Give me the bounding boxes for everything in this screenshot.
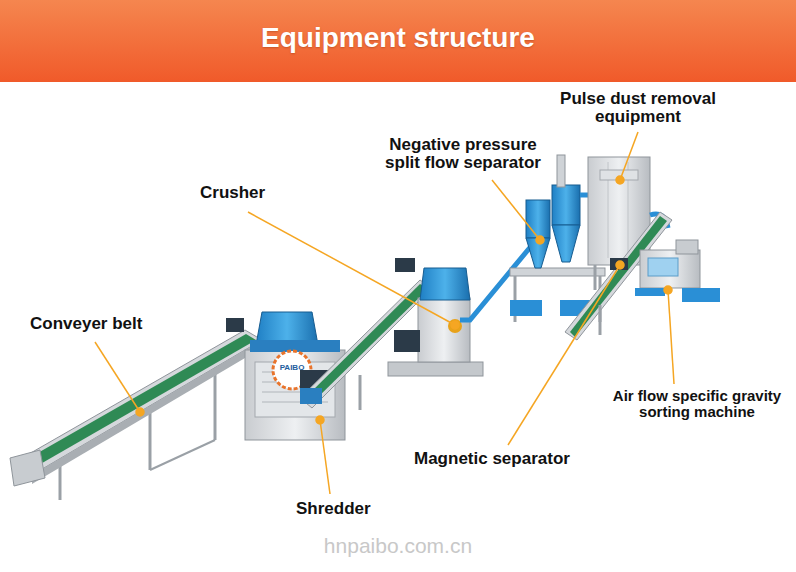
part-label: Shredder (296, 500, 396, 518)
watermark: hnpaibo.com.cn (248, 535, 548, 557)
part-label: Pulse dust removal equipment (548, 90, 728, 126)
part-label: Conveyer belt (30, 315, 170, 333)
conveyor-belt-2 (300, 258, 432, 410)
leader-lines (95, 132, 674, 494)
header-band (0, 0, 796, 82)
part-label: Magnetic separator (414, 450, 600, 468)
conveyor-belt-1 (10, 318, 262, 500)
part-label: Crusher (200, 184, 282, 202)
part-label: Air flow specific gravity sorting machin… (603, 388, 791, 420)
logo-text: PAIBO (274, 364, 310, 372)
air-flow-sorter (635, 240, 720, 302)
page-title: Equipment structure (0, 22, 796, 54)
part-label: Negative pressure split flow separator (372, 136, 554, 172)
